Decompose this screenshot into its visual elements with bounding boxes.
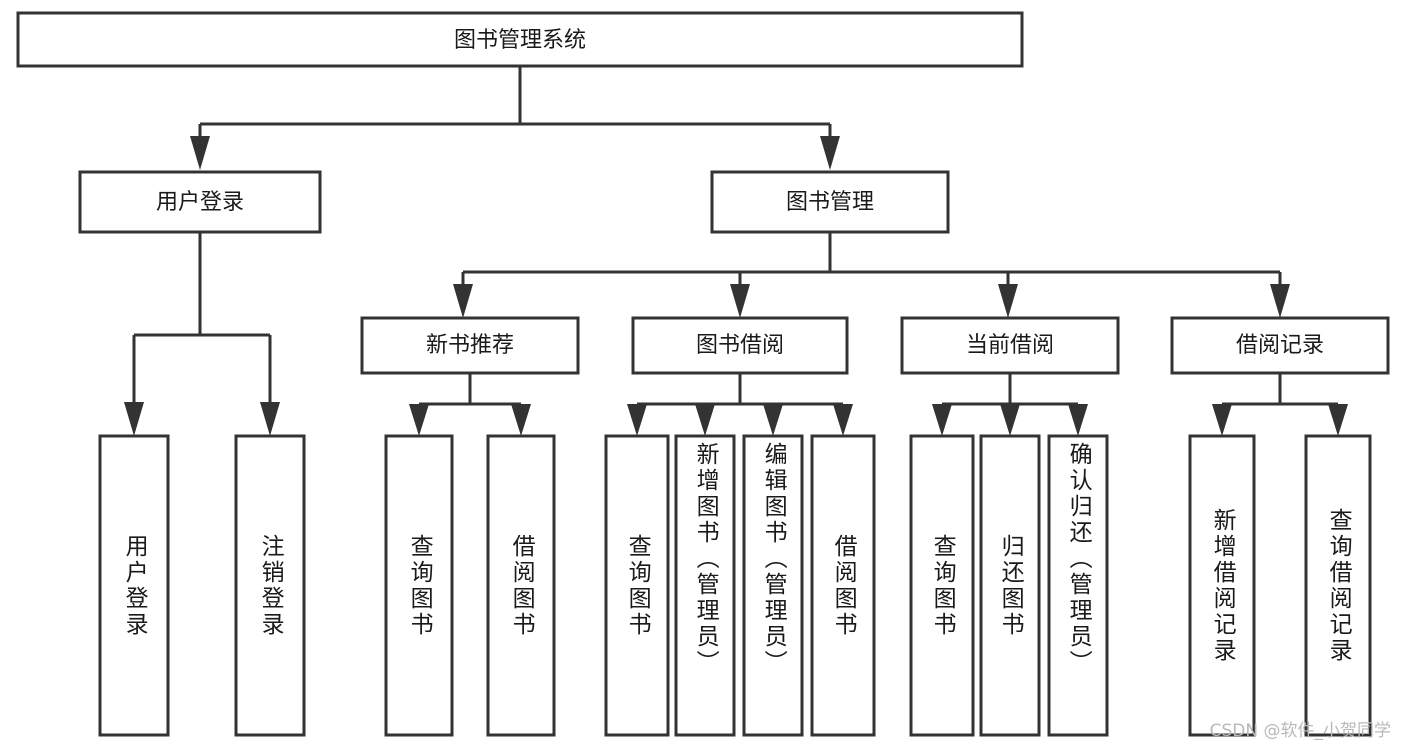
node-leaf-bb-borrow-book-box[interactable] [810, 434, 876, 737]
connector-group-borrow-record [1212, 373, 1348, 436]
node-book-borrow-box[interactable] [631, 316, 849, 375]
node-new-book-recommend-label: 新书推荐 [426, 333, 514, 358]
node-leaf-bb-query-book-box[interactable] [604, 434, 670, 737]
arrow-icon-root-to-book-mgmt [820, 136, 840, 170]
arrow-icon-to-current-borrow [998, 284, 1018, 318]
arrow-icon-nbr-leaf-1 [409, 404, 429, 436]
connector-group-new-book-recommend [409, 373, 531, 436]
connector-group-root [190, 66, 840, 170]
connector-group-user-login [124, 232, 280, 436]
node-user-login-box[interactable] [78, 170, 322, 234]
node-user-login-label: 用户登录 [156, 190, 244, 215]
arrow-icon-cb-leaf-1 [932, 404, 952, 436]
arrow-icon-to-new-book-recommend [453, 284, 473, 318]
arrow-icon-br-leaf-2 [1328, 404, 1348, 436]
connector-group-book-borrow [627, 373, 853, 436]
node-leaf-nbr-borrow-book-box[interactable] [486, 434, 556, 737]
node-leaf-br-query-record-box[interactable] [1304, 434, 1372, 737]
arrow-icon-nbr-leaf-2 [511, 404, 531, 436]
arrow-icon-bb-leaf-1 [627, 404, 647, 436]
node-leaf-cb-confirm-return-box[interactable] [1047, 434, 1109, 737]
node-leaf-br-add-record-box[interactable] [1188, 434, 1256, 737]
arrow-icon-user-login-leaf-2 [260, 402, 280, 436]
arrow-icon-to-book-borrow [730, 284, 750, 318]
connector-group-book-mgmt [453, 232, 1290, 318]
node-current-borrow-box[interactable] [900, 316, 1120, 375]
connector-group-current-borrow [932, 373, 1088, 436]
node-book-mgmt-label: 图书管理 [786, 190, 874, 215]
arrow-icon-br-leaf-1 [1212, 404, 1232, 436]
arrow-icon-cb-leaf-3 [1068, 404, 1088, 436]
arrow-icon-bb-leaf-2 [695, 404, 715, 436]
node-borrow-record-label: 借阅记录 [1236, 333, 1324, 358]
node-root-label: 图书管理系统 [454, 28, 586, 53]
node-borrow-record-box[interactable] [1170, 316, 1390, 375]
arrow-icon-user-login-leaf-1 [124, 402, 144, 436]
node-book-mgmt-box[interactable] [710, 170, 950, 234]
arrow-icon-cb-leaf-2 [1000, 404, 1020, 436]
node-leaf-cb-query-book-box[interactable] [909, 434, 975, 737]
node-root-box[interactable] [16, 11, 1024, 68]
arrow-icon-to-borrow-record [1270, 284, 1290, 318]
arrow-icon-root-to-user-login [190, 136, 210, 170]
arrow-icon-bb-leaf-3 [763, 404, 783, 436]
node-book-borrow-label: 图书借阅 [696, 333, 784, 358]
node-new-book-recommend-box[interactable] [360, 316, 580, 375]
arrow-icon-bb-leaf-4 [833, 404, 853, 436]
node-leaf-logout-box[interactable] [234, 434, 306, 737]
node-leaf-cb-return-book-box[interactable] [979, 434, 1041, 737]
node-leaf-bb-edit-book-box[interactable] [742, 434, 804, 737]
node-leaf-bb-add-book-box[interactable] [674, 434, 736, 737]
node-current-borrow-label: 当前借阅 [966, 333, 1054, 358]
node-leaf-user-login-box[interactable] [98, 434, 170, 737]
node-leaf-nbr-query-book-box[interactable] [384, 434, 454, 737]
